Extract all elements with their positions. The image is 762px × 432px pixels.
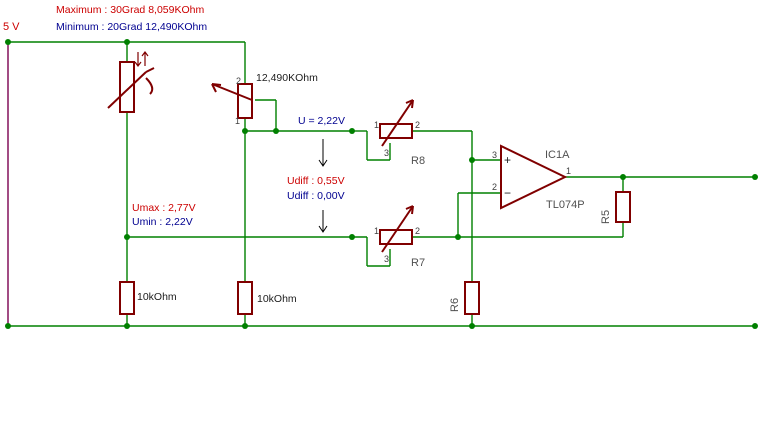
resistor-mid-value: 10kOhm: [257, 293, 297, 305]
resistor-r7: 1 2 3: [374, 205, 420, 264]
u-voltage-label: U = 2,22V: [298, 115, 345, 127]
junction-dot: [124, 234, 130, 240]
junction-dot: [5, 39, 11, 45]
r8-pin-2: 2: [415, 120, 420, 130]
r7-pin-3: 3: [384, 254, 389, 264]
junction-dot: [5, 323, 11, 329]
junction-dot: [242, 323, 248, 329]
resistor-r6: [464, 281, 480, 315]
pot-pin-2: 2: [236, 76, 241, 86]
junction-dot: [349, 128, 355, 134]
resistor-left-value: 10kOhm: [137, 291, 177, 303]
voltage-arrows: [318, 139, 328, 233]
r8-pin-3: 3: [384, 148, 389, 158]
junction-dot: [752, 323, 758, 329]
junctions: [5, 39, 758, 329]
junction-dot: [124, 39, 130, 45]
ic-type-label: TL074P: [546, 199, 585, 211]
junction-dot: [469, 157, 475, 163]
r8-label: R8: [411, 155, 425, 167]
resistor-r8: 1 2 3: [374, 99, 420, 158]
junction-dot: [273, 128, 279, 134]
resistor-r5: [615, 191, 631, 223]
r5-label: R5: [600, 210, 612, 224]
pot-value-label: 12,490KOhm: [256, 72, 318, 84]
r7-pin-1: 1: [374, 226, 379, 236]
junction-dot: [752, 174, 758, 180]
wires: [7, 41, 755, 327]
junction-dot: [349, 234, 355, 240]
op-amp: + − 3 2 1: [492, 144, 571, 210]
op-amp-pin-2: 2: [492, 182, 497, 192]
r7-pin-2: 2: [415, 226, 420, 236]
umin-label: Umin : 2,22V: [132, 216, 193, 228]
junction-dot: [469, 323, 475, 329]
junction-dot: [455, 234, 461, 240]
r8-pin-1: 1: [374, 120, 379, 130]
junction-dot: [242, 128, 248, 134]
op-amp-minus-sign: −: [504, 186, 511, 200]
op-amp-pin-1: 1: [566, 166, 571, 176]
op-amp-plus-sign: +: [504, 153, 511, 167]
udiff-max-label: Udiff : 0,55V: [287, 175, 345, 187]
temperature-arrows-icon: [134, 51, 149, 67]
r6-label: R6: [449, 298, 461, 312]
r7-label: R7: [411, 257, 425, 269]
umax-label: Umax : 2,77V: [132, 202, 196, 214]
resistor-left-10k: [119, 281, 135, 315]
op-amp-pin-3: 3: [492, 150, 497, 160]
thermistor: [107, 51, 155, 113]
junction-dot: [620, 174, 626, 180]
resistor-mid-10k: [237, 281, 253, 315]
minimum-label: Minimum : 20Grad 12,490KOhm: [56, 21, 207, 33]
pot-pin-1: 1: [235, 116, 240, 126]
supply-voltage-label: 5 V: [3, 21, 20, 33]
ic-name-label: IC1A: [545, 149, 570, 161]
udiff-min-label: Udiff : 0,00V: [287, 190, 345, 202]
junction-dot: [124, 323, 130, 329]
potentiometer: 2 1: [211, 76, 253, 126]
maximum-label: Maximum : 30Grad 8,059KOhm: [56, 4, 204, 16]
